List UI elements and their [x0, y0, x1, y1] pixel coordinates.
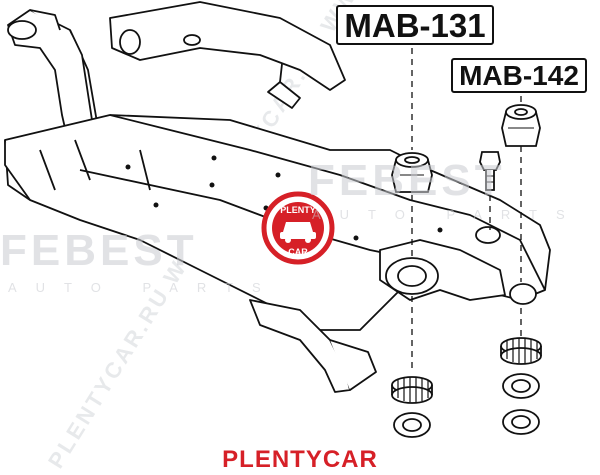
bushing-mab-142-upper: [501, 104, 541, 147]
febest-watermark-left: FEBEST: [0, 226, 198, 275]
mount-socket-131: [385, 257, 439, 295]
febest-watermark-left-sub: AUTO PARTS: [8, 280, 280, 295]
part-label-mab-142: MAB-142: [451, 58, 587, 93]
guide-lines: [411, 48, 522, 370]
plentycar-stamp: PLENTY CAR: [261, 191, 335, 265]
bushing-mab-131-upper: [391, 152, 433, 193]
stopper-stack-131: [391, 376, 433, 438]
mounting-bolt: [479, 151, 501, 191]
stamp-bottom-text: CAR: [288, 247, 308, 257]
febest-watermark-right-sub: AUTO PARTS: [312, 207, 584, 222]
footer-brand: PLENTYCAR: [222, 446, 378, 473]
stamp-top-text: PLENTY: [280, 205, 316, 215]
febest-watermark-right: FEBEST: [308, 156, 506, 205]
part-label-mab-131: MAB-131: [336, 5, 494, 45]
car-icon: [280, 222, 316, 243]
stopper-stack-142: [500, 337, 542, 435]
